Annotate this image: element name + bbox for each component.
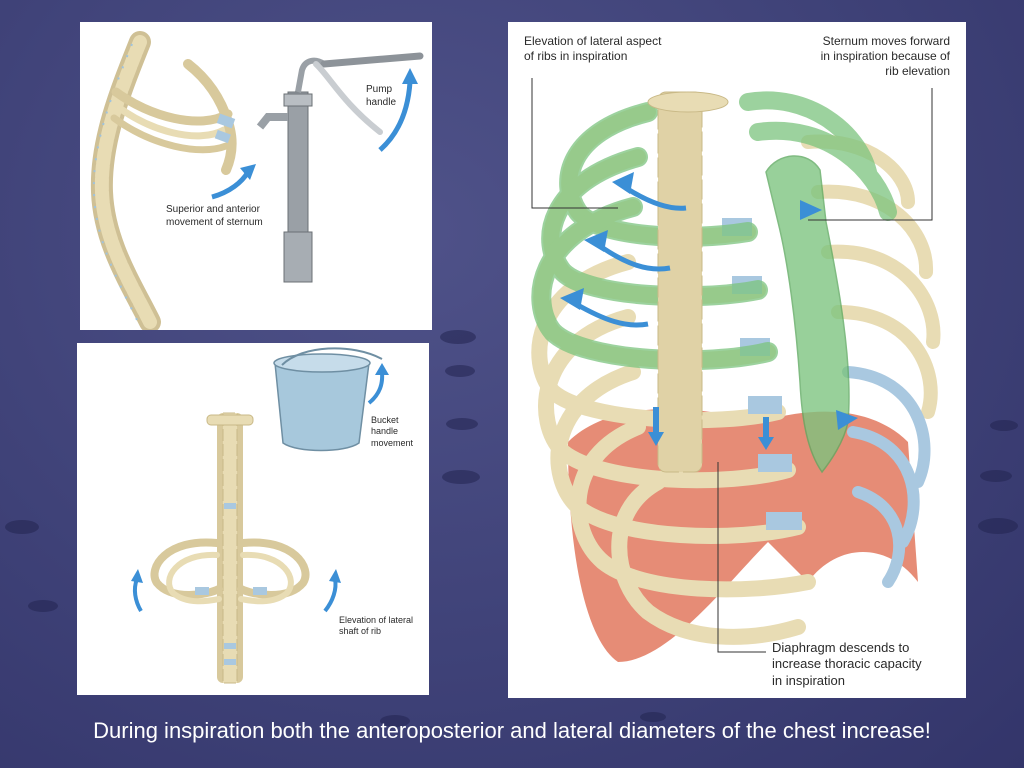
- label-line: Elevation of lateral aspect: [524, 34, 662, 48]
- left-rib-arrow: [132, 578, 143, 613]
- motion-arrows: [560, 172, 858, 450]
- pump-handle: [320, 52, 424, 68]
- thoracic-vertebrae: [647, 91, 729, 473]
- label-line: Elevation of lateral: [339, 615, 414, 625]
- label-line: movement of sternum: [166, 216, 263, 228]
- spine-front-view: [206, 412, 254, 684]
- bg-bubble: [380, 715, 410, 727]
- pump-arrowhead: [402, 68, 418, 84]
- label-line: in inspiration because of: [820, 49, 950, 63]
- rib-elevation-label: Elevation of lateral shaft of rib: [339, 615, 413, 638]
- diaphragm-descends-label: Diaphragm descends to increase thoracic …: [772, 640, 922, 689]
- right-rib-arrowhead: [329, 569, 341, 583]
- sternum-movement-arrow: [211, 170, 251, 200]
- ribs-front-view: [150, 538, 310, 605]
- pump-handle-label: Pump handle: [366, 84, 396, 109]
- pump-handle-illustration: [90, 31, 424, 330]
- right-rib-arrow: [323, 578, 338, 613]
- bucket-arrow: [367, 372, 385, 405]
- bg-bubble: [446, 418, 478, 430]
- left-rib-arrowhead: [131, 569, 143, 583]
- sternum-forward-label: Sternum moves forward in inspiration bec…: [821, 34, 950, 79]
- label-line: Diaphragm descends to: [772, 640, 910, 655]
- bucket-handle: [281, 347, 383, 366]
- label-line: rib elevation: [885, 64, 950, 78]
- sternum-movement-label: Superior and anterior movement of sternu…: [166, 204, 263, 229]
- sternum-arrowhead: [240, 164, 256, 180]
- spine-side-view: [90, 31, 161, 330]
- leader-lines: [531, 78, 933, 653]
- bg-bubble: [640, 712, 666, 722]
- bg-bubble: [442, 470, 480, 484]
- ribcage-illustration: [531, 78, 941, 662]
- bg-bubble: [445, 365, 475, 377]
- pump-handle-panel: Superior and anterior movement of sternu…: [80, 22, 432, 330]
- bucket-handle-panel: Bucket handle movement Elevation of late…: [77, 343, 429, 695]
- label-line: handle: [371, 426, 399, 437]
- pump-handle-arrow: [378, 81, 413, 152]
- bucket-handle-illustration: [131, 347, 389, 684]
- label-line: shaft of rib: [339, 626, 382, 637]
- bg-bubble: [990, 420, 1018, 431]
- bg-bubble: [5, 520, 39, 534]
- bucket-arrowhead: [375, 363, 389, 375]
- label-line: in inspiration: [772, 672, 845, 688]
- ribcage-panel: Elevation of lateral aspect of ribs in i…: [508, 22, 966, 698]
- slide-caption: During inspiration both the anteroposter…: [93, 718, 931, 743]
- sternum-side-view: [183, 59, 237, 175]
- label-line: movement: [371, 437, 414, 448]
- label-line: handle: [366, 96, 397, 108]
- label-line: Pump: [366, 84, 393, 95]
- bg-bubble: [978, 518, 1018, 534]
- label-line: Bucket: [371, 415, 399, 425]
- label-line: Sternum moves forward: [822, 34, 950, 48]
- lateral-rib-elevation-label: Elevation of lateral aspect of ribs in i…: [524, 34, 661, 64]
- label-line: Superior and anterior: [166, 204, 260, 215]
- label-line: of ribs in inspiration: [524, 49, 628, 63]
- water-pump: [256, 52, 424, 283]
- ribs-side-view: [110, 87, 233, 154]
- bucket: [273, 347, 383, 452]
- bg-bubble: [28, 600, 58, 612]
- label-line: increase thoracic capacity: [772, 656, 922, 672]
- bg-bubble: [440, 330, 476, 344]
- bg-bubble: [980, 470, 1012, 482]
- sternum: [765, 155, 850, 474]
- bucket-handle-label: Bucket handle movement: [371, 415, 413, 449]
